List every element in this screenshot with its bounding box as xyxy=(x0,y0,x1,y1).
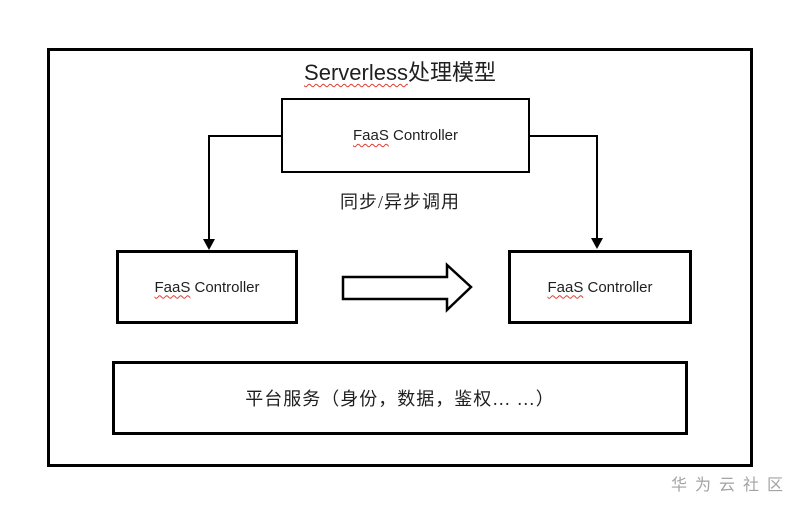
node-top-word: FaaS xyxy=(352,127,389,144)
node-right-rest: Controller xyxy=(583,278,653,296)
node-faas-controller-top: FaaS Controller xyxy=(281,98,530,173)
title-cjk-text: 处理模型 xyxy=(407,60,496,85)
node-faas-controller-right: FaaS Controller xyxy=(508,250,692,324)
watermark-text: 华为云社区 xyxy=(671,477,792,494)
node-platform-services: 平台服务（身份，数据，鉴权… …） xyxy=(112,361,688,435)
title-latin-text: Serverless xyxy=(304,60,408,85)
node-faas-controller-left: FaaS Controller xyxy=(116,250,298,324)
node-right-word: FaaS xyxy=(547,278,584,296)
node-left-rest: Controller xyxy=(190,278,260,296)
node-top-rest: Controller xyxy=(388,127,459,144)
invoke-mode-label: 同步/异步调用 xyxy=(339,192,460,212)
diagram-title: Serverless处理模型 xyxy=(47,55,753,87)
node-left-word: FaaS xyxy=(154,278,191,296)
